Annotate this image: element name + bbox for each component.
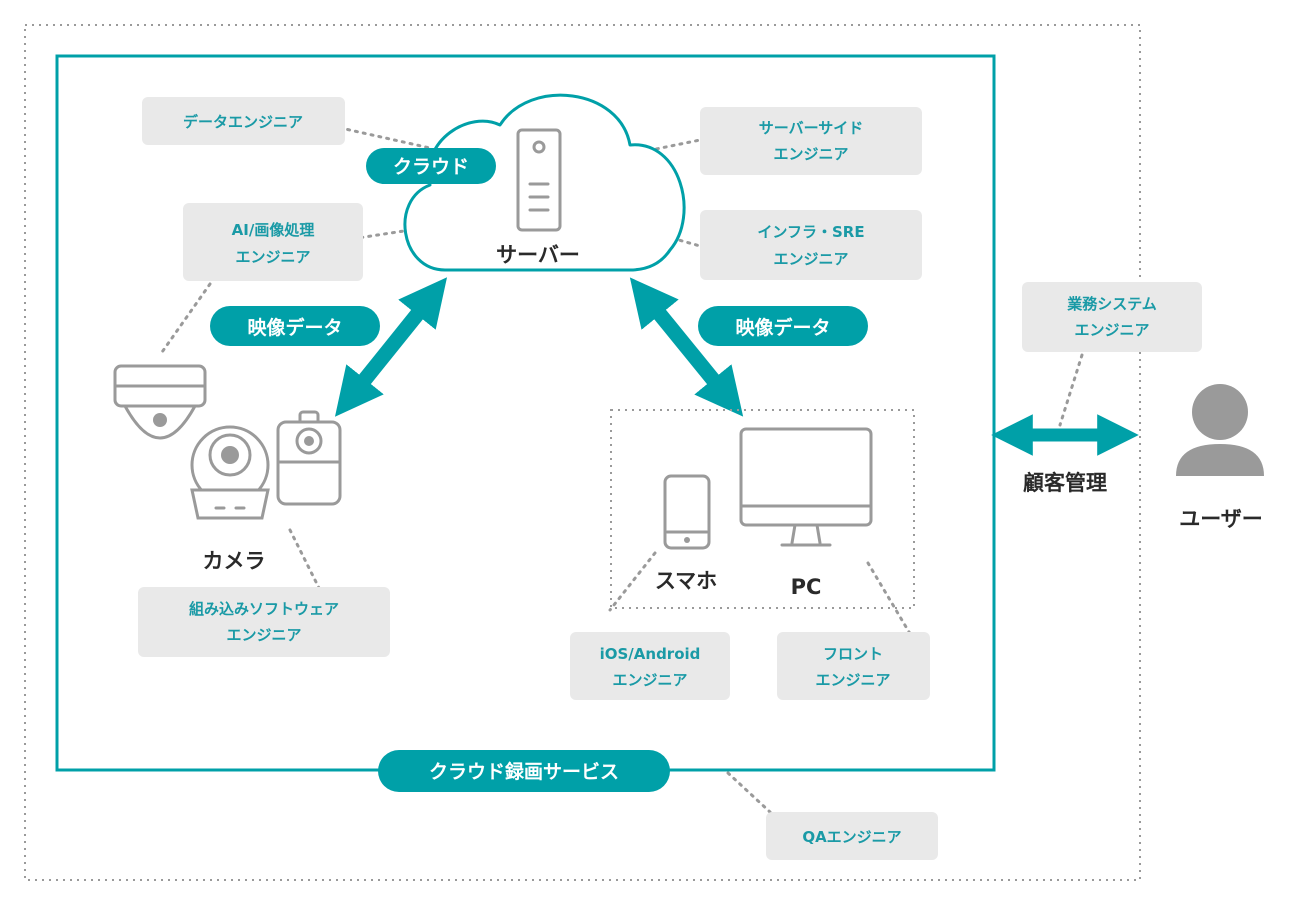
smartphone-label: スマホ: [655, 569, 717, 593]
pc-label: PC: [791, 575, 822, 599]
svg-text:組み込みソフトウェア: 組み込みソフトウェア: [189, 600, 339, 618]
svg-text:フロント: フロント: [823, 645, 883, 663]
dome-camera-icon: [113, 364, 207, 440]
service-pill-label: クラウド録画サービス: [429, 760, 619, 783]
data-pill-right-label: 映像データ: [735, 316, 830, 339]
data-pill-left: [210, 306, 380, 346]
role-data-engineer: データエンジニア: [142, 97, 345, 145]
monitor-icon: [739, 427, 873, 547]
svg-text:AI/画像処理: AI/画像処理: [232, 221, 315, 239]
user-icon: [1176, 384, 1264, 476]
role-server-side: サーバーサイド エンジニア: [700, 107, 922, 175]
device-boundary: [610, 409, 915, 609]
svg-text:エンジニア: エンジニア: [1074, 321, 1149, 339]
data-pill-right: [698, 306, 868, 346]
svg-text:データエンジニア: データエンジニア: [183, 113, 303, 131]
arrow-server-pc: [629, 277, 744, 417]
role-ai: AI/画像処理 エンジニア: [183, 203, 363, 281]
arrow-camera-server: [334, 277, 448, 417]
camera-label: カメラ: [203, 549, 266, 573]
cloud-pill-label: クラウド: [393, 156, 469, 178]
data-pill-left-label: 映像データ: [247, 316, 342, 339]
svg-text:エンジニア: エンジニア: [815, 671, 890, 689]
round-camera-icon: [190, 425, 270, 520]
role-business: 業務システム エンジニア: [1022, 282, 1202, 352]
svg-text:エンジニア: エンジニア: [612, 671, 687, 689]
svg-text:インフラ・SRE: インフラ・SRE: [757, 223, 864, 241]
svg-text:QAエンジニア: QAエンジニア: [802, 828, 901, 846]
connector-lines: [158, 124, 1084, 814]
outer-boundary: [24, 24, 1141, 881]
svg-text:サーバーサイド: サーバーサイド: [759, 119, 864, 137]
svg-text:エンジニア: エンジニア: [773, 145, 848, 163]
role-infra: インフラ・SRE エンジニア: [700, 210, 922, 280]
role-front: フロント エンジニア: [777, 632, 930, 700]
cloud-pill: [366, 148, 496, 184]
svg-text:エンジニア: エンジニア: [773, 250, 848, 268]
role-embedded: 組み込みソフトウェア エンジニア: [138, 587, 390, 657]
role-qa: QAエンジニア: [766, 812, 938, 860]
server-label: サーバー: [496, 243, 580, 267]
server-icon: [516, 128, 562, 232]
service-pill: [378, 750, 670, 792]
user-label: ユーザー: [1179, 507, 1263, 531]
svg-text:エンジニア: エンジニア: [226, 626, 301, 644]
svg-text:エンジニア: エンジニア: [235, 248, 310, 266]
svg-text:iOS/Android: iOS/Android: [600, 645, 701, 663]
customer-mgmt-label: 顧客管理: [1023, 471, 1107, 495]
svg-text:業務システム: 業務システム: [1066, 295, 1157, 313]
box-camera-icon: [276, 410, 342, 506]
smartphone-icon: [663, 474, 711, 550]
role-mobile: iOS/Android エンジニア: [570, 632, 730, 700]
